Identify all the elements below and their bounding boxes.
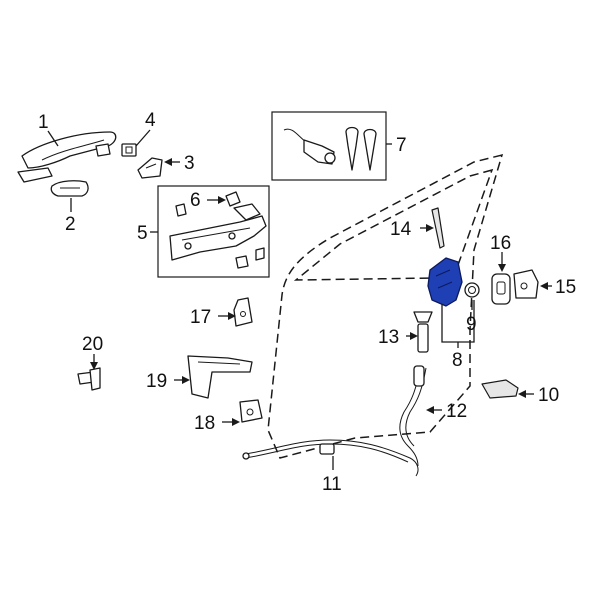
part-15-striker[interactable] — [513, 269, 539, 299]
part-10-pad[interactable] — [481, 379, 519, 399]
part-20-bolt[interactable] — [77, 367, 101, 391]
part-12-control-cable[interactable] — [399, 365, 427, 467]
arrow-19 — [182, 376, 190, 384]
part-4-pad[interactable] — [121, 143, 137, 157]
callout-18: 18 — [194, 413, 215, 434]
part-13-rod-clip[interactable] — [413, 311, 433, 353]
arrow-12 — [426, 406, 434, 414]
callout-15: 15 — [555, 277, 576, 298]
arrow-16 — [498, 264, 506, 272]
callout-4: 4 — [145, 110, 156, 131]
callout-9: 9 — [466, 314, 477, 335]
callout-11: 11 — [322, 474, 342, 495]
arrow-20 — [90, 362, 98, 370]
callout-19: 19 — [146, 371, 167, 392]
arrow-18 — [232, 418, 240, 426]
callout-14: 14 — [390, 219, 412, 240]
arrow-17 — [228, 312, 236, 320]
part-9-bumper[interactable] — [464, 282, 480, 298]
arrow-15 — [540, 282, 548, 290]
callout-13: 13 — [378, 327, 399, 348]
door-window-outline — [293, 168, 494, 281]
part-16-cover-plate[interactable] — [491, 273, 511, 305]
part-7-box — [271, 111, 387, 181]
callout-5: 5 — [137, 223, 148, 244]
arrow-3 — [164, 158, 172, 166]
part-5-handle-frame[interactable] — [169, 203, 267, 269]
part-18-hinge[interactable] — [239, 399, 263, 423]
part-6-clip[interactable] — [225, 191, 241, 207]
door-outline — [267, 153, 504, 459]
callout-17: 17 — [190, 307, 211, 328]
callout-1: 1 — [38, 112, 49, 133]
callout-10: 10 — [538, 385, 559, 406]
part-1-outside-handle[interactable] — [17, 131, 117, 183]
part-8-door-lock-actuator[interactable] — [427, 257, 463, 307]
arrow-10 — [518, 390, 526, 398]
part-11-lock-cable[interactable] — [242, 439, 419, 477]
callout-3: 3 — [184, 153, 195, 174]
callout-2: 2 — [65, 214, 76, 235]
leader-1 — [47, 130, 59, 147]
callout-8: 8 — [452, 350, 463, 371]
callout-16: 16 — [490, 233, 511, 254]
part-7-lock-cylinder-keys[interactable] — [283, 126, 377, 171]
arrow-13 — [410, 332, 418, 340]
callout-20: 20 — [82, 334, 103, 355]
callout-7: 7 — [396, 135, 407, 156]
callout-12: 12 — [446, 401, 467, 422]
part-2-handle-cap[interactable] — [50, 180, 89, 197]
part-3-handle-pad[interactable] — [137, 157, 163, 179]
part-17-bracket[interactable] — [233, 297, 253, 327]
arrow-6 — [218, 196, 226, 204]
part-19-door-check[interactable] — [187, 355, 253, 399]
arrow-14 — [426, 224, 434, 232]
part-14-rod[interactable] — [431, 207, 445, 249]
leader-4 — [135, 129, 151, 147]
callout-6: 6 — [190, 190, 201, 211]
